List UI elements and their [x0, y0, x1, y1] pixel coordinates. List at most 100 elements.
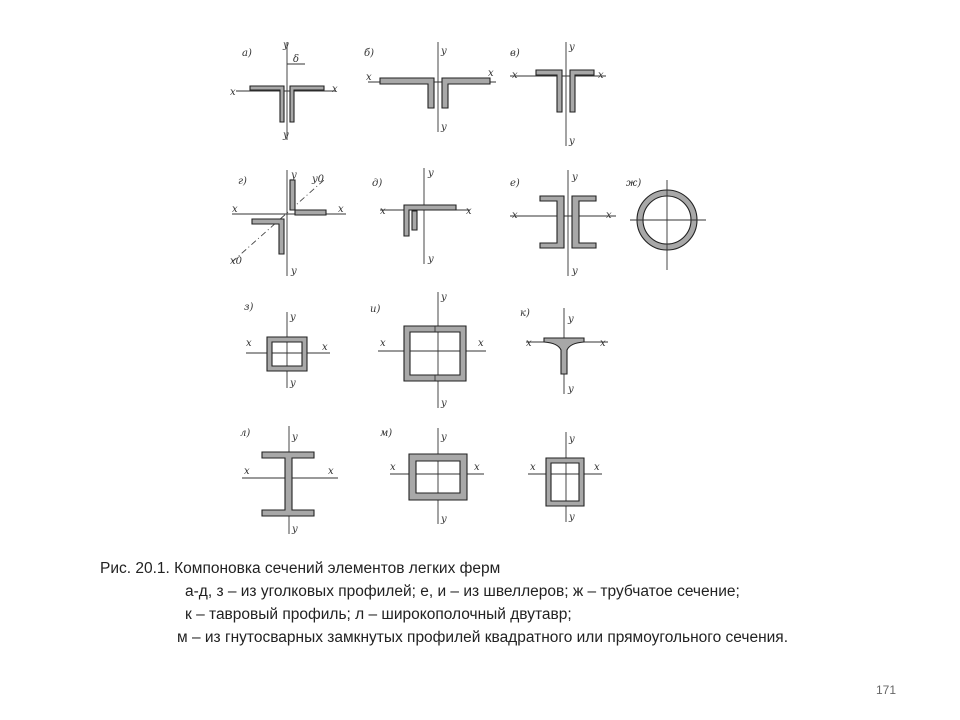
axis-label-x: x: [338, 204, 344, 215]
angle-profile-left: [249, 85, 285, 123]
rect-tube-profile: [545, 457, 585, 507]
panel-label: д): [372, 178, 382, 189]
axis-label-x: x: [380, 338, 386, 349]
panel-label: з): [244, 302, 253, 313]
axis-label-x: x: [332, 84, 338, 95]
angle-profile: [403, 204, 457, 237]
angle-profile-right: [289, 85, 325, 123]
panel-label: г): [238, 176, 247, 187]
axis-label-x: x: [380, 206, 386, 217]
axis-label-y: y: [290, 170, 297, 181]
axis-label-x: x: [606, 210, 612, 221]
axis-label-x: x: [390, 462, 396, 473]
axis-label-x: x: [232, 204, 238, 215]
axis-label-y: y: [282, 40, 289, 51]
axis-label-y: y: [440, 514, 447, 525]
axis-label-y: y: [568, 42, 575, 53]
axis-label-y: y: [567, 314, 574, 325]
panel-b: б) x x y y: [364, 42, 496, 133]
panel-label: е): [510, 178, 520, 189]
axis-label-y: y: [291, 432, 298, 443]
axis-label-x: x: [322, 342, 328, 353]
i-beam-profile: [261, 451, 315, 517]
axis-label-y: y: [289, 378, 296, 389]
axis-label-x: x: [244, 466, 250, 477]
angle-profile-right: [569, 69, 595, 113]
panel-label: к): [520, 308, 530, 319]
angle-profile-left: [535, 69, 563, 113]
truss-sections-figure: а) x x y y δ б) x x y y в) x x y y г): [230, 40, 706, 535]
axis-label-x: x: [466, 206, 472, 217]
axis-label-y: y: [290, 266, 297, 277]
angle-profile-left: [379, 77, 435, 109]
axis-label-x: x: [512, 70, 518, 81]
angle-profile-right: [289, 179, 327, 216]
square-tube-profile: [408, 453, 468, 501]
panel-label: ж): [626, 178, 641, 189]
channel-profile-left: [539, 195, 565, 249]
channel-profile-right: [571, 195, 597, 249]
panel-e: е) x x y y: [510, 170, 616, 277]
tee-profile: [543, 337, 585, 375]
axis-label-x: x: [478, 338, 484, 349]
axis-label-x: x: [230, 87, 236, 98]
panel-label: а): [242, 48, 252, 59]
panel-i: и) x x y y: [370, 292, 486, 409]
caption-line: м – из гнутосварных замкнутых профилей к…: [177, 629, 789, 646]
axis-label-y: y: [571, 172, 578, 183]
axis-label-x: x: [598, 70, 604, 81]
panel-label: в): [510, 48, 520, 59]
panel-label: м): [380, 428, 392, 439]
axis-label-x: x: [594, 462, 600, 473]
axis-label-x: x: [488, 68, 494, 79]
panel-g: г) x x y y y0 x0: [230, 170, 346, 277]
axis-label-y: y: [291, 524, 298, 535]
axis-label-y: y: [427, 254, 434, 265]
panel-label: л): [240, 428, 250, 439]
axis-label-x: x: [526, 338, 532, 349]
panel-zh: ж): [626, 178, 706, 270]
caption-line: к – тавровый профиль; л – широкополочный…: [185, 606, 572, 623]
panel-label: и): [370, 304, 380, 315]
axis-label-y: y: [282, 130, 289, 141]
panel-k: к) x x y y: [520, 308, 608, 395]
panel-m: м) x x y y x x y y: [380, 428, 602, 525]
caption-title: Рис. 20.1. Компоновка сечений элементов …: [100, 560, 501, 577]
axis-label-x: x: [600, 338, 606, 349]
axis-label-x: x: [512, 210, 518, 221]
axis-label-y: y: [440, 432, 447, 443]
axis-label-y: y: [568, 136, 575, 147]
page-number: 171: [876, 683, 897, 697]
panel-a: а) x x y y δ: [230, 40, 338, 141]
box-profile: [266, 336, 308, 372]
angle-profile-right: [441, 77, 491, 109]
axis-label-y0: y0: [311, 174, 325, 185]
axis-label-y: y: [289, 312, 296, 323]
axis-label-y: y: [440, 122, 447, 133]
angle-profile-small: [411, 210, 418, 231]
axis-label-y: y: [440, 46, 447, 57]
box-profile: [403, 325, 467, 382]
caption-line: а-д, з – из уголковых профилей; е, и – и…: [185, 583, 740, 600]
axis-label-x: x: [246, 338, 252, 349]
axis-label-x: x: [328, 466, 334, 477]
axis-label-y: y: [427, 168, 434, 179]
axis-label-x0: x0: [230, 256, 243, 267]
figure-caption: Рис. 20.1. Компоновка сечений элементов …: [100, 557, 950, 649]
panel-label: б): [364, 48, 374, 59]
gap-label-delta: δ: [293, 54, 299, 65]
angle-profile-left: [251, 218, 285, 255]
panel-d: д) x x y y: [372, 168, 472, 265]
axis-label-y: y: [440, 292, 447, 303]
axis-label-y: y: [440, 398, 447, 409]
axis-label-x: x: [366, 72, 372, 83]
panel-l: л) x x y y: [240, 426, 338, 535]
panel-v: в) x x y y: [510, 42, 606, 147]
axis-label-y: y: [571, 266, 578, 277]
panel-z: з) x x y y: [244, 302, 330, 389]
axis-label-x: x: [474, 462, 480, 473]
axis-label-y: y: [568, 434, 575, 445]
axis-label-y: y: [568, 512, 575, 523]
axis-label-y: y: [567, 384, 574, 395]
